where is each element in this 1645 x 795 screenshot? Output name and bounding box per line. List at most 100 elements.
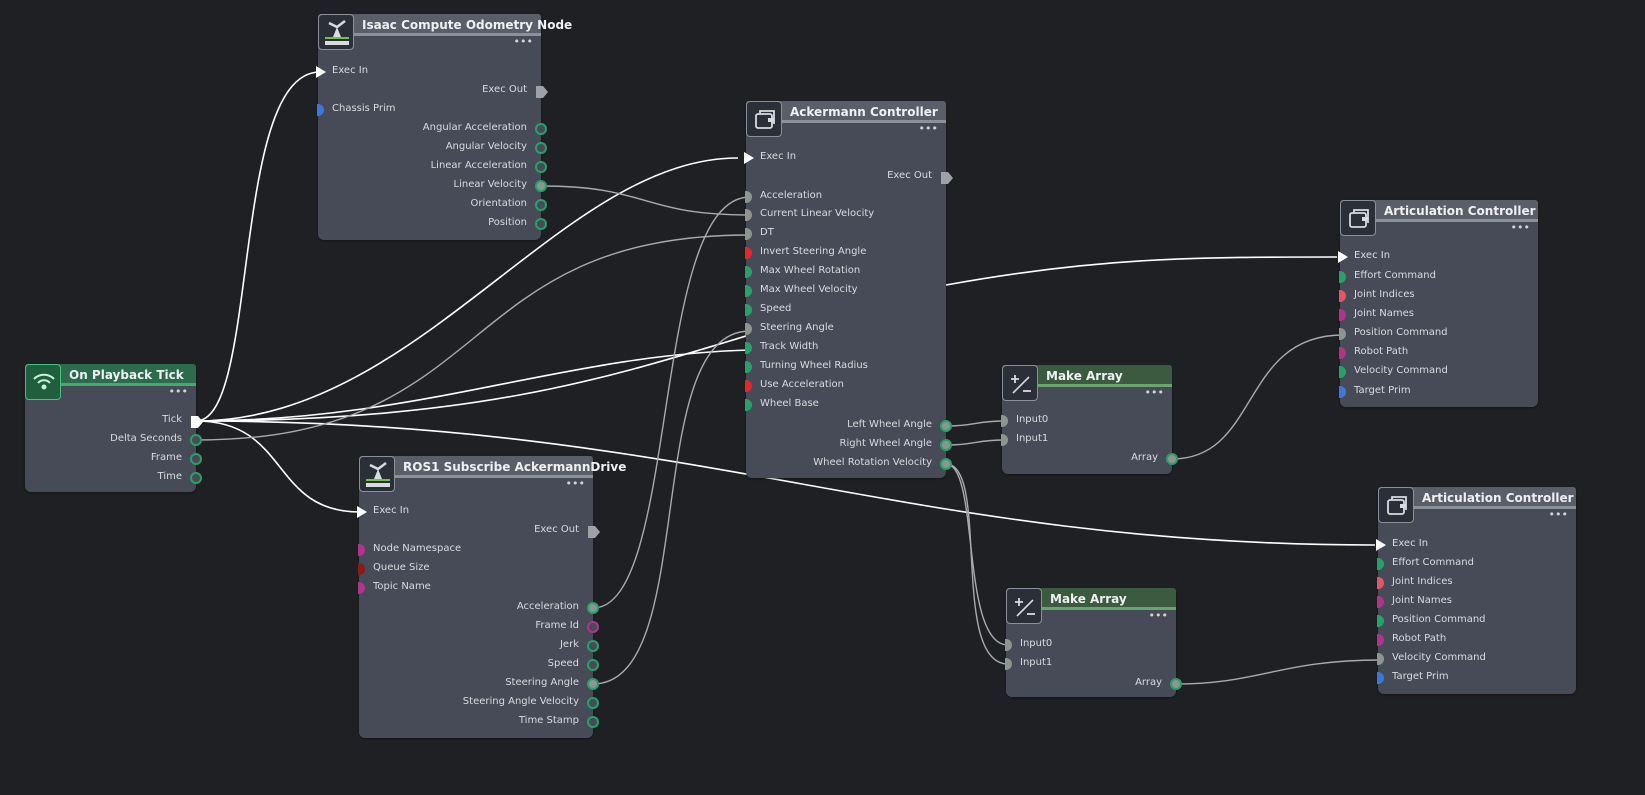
- output-pin-speed[interactable]: [587, 659, 599, 671]
- exec-in-pin[interactable]: [1338, 251, 1348, 263]
- input-pin-track-width[interactable]: [745, 342, 752, 354]
- node-header[interactable]: On Playback Tick: [25, 364, 196, 386]
- output-pin-linear-velocity[interactable]: [535, 180, 547, 192]
- input-pin-robot-path[interactable]: [1377, 634, 1384, 646]
- input-pin-queue-size[interactable]: [358, 563, 365, 575]
- output-pin-time[interactable]: [190, 472, 202, 484]
- output-pin-frame[interactable]: [190, 453, 202, 465]
- input-pin-max-wheel-velocity[interactable]: [745, 285, 752, 297]
- input-pin-input0[interactable]: [1005, 639, 1012, 651]
- input-pin-robot-path[interactable]: [1339, 347, 1346, 359]
- output-pin-steering-angle[interactable]: [587, 678, 599, 690]
- input-pin-joint-names[interactable]: [1339, 309, 1346, 321]
- node-menu-button[interactable]: •••: [565, 477, 585, 490]
- output-pin-steering-angle-velocity[interactable]: [587, 697, 599, 709]
- input-pin-max-wheel-rotation[interactable]: [745, 266, 752, 278]
- wire-left-wheel-angle[interactable]: [945, 420, 1006, 427]
- output-pin-position[interactable]: [535, 218, 547, 230]
- input-pin-turning-wheel-radius[interactable]: [745, 361, 752, 373]
- output-pin-array[interactable]: [1170, 678, 1182, 690]
- node-menu-button[interactable]: •••: [1510, 221, 1530, 234]
- node-header[interactable]: Articulation Controller: [1378, 487, 1576, 509]
- exec-wire-odometry[interactable]: [195, 71, 321, 422]
- node-menu-button[interactable]: •••: [513, 35, 533, 48]
- node-menu-button[interactable]: •••: [1548, 508, 1568, 521]
- input-pin-joint-indices[interactable]: [1377, 577, 1384, 589]
- exec-in-pin[interactable]: [744, 152, 754, 164]
- output-pin-array[interactable]: [1166, 453, 1178, 465]
- input-pin-chassis-prim[interactable]: [317, 104, 324, 116]
- input-pin-input1[interactable]: [1005, 658, 1012, 670]
- output-pin-angular-acceleration[interactable]: [535, 123, 547, 135]
- wire-array-position[interactable]: [1171, 334, 1344, 460]
- exec-out-pin[interactable]: [190, 415, 203, 428]
- output-pin-angular-velocity[interactable]: [535, 142, 547, 154]
- wire-steering-angle[interactable]: [592, 330, 751, 685]
- input-pin-position-command[interactable]: [1377, 615, 1384, 627]
- input-pin-joint-indices[interactable]: [1339, 290, 1346, 302]
- input-pin-topic-name[interactable]: [358, 582, 365, 594]
- node-header[interactable]: Make Array: [1002, 365, 1172, 387]
- input-pin-effort-command[interactable]: [1377, 558, 1384, 570]
- node-header[interactable]: Articulation Controller: [1340, 200, 1538, 222]
- output-pin-orientation[interactable]: [535, 199, 547, 211]
- node-header[interactable]: ROS1 Subscribe AckermannDrive: [359, 456, 626, 478]
- wire-acceleration[interactable]: [592, 196, 751, 609]
- output-pin-linear-acceleration[interactable]: [535, 161, 547, 173]
- input-pin-acceleration[interactable]: [745, 191, 752, 203]
- input-pin-effort-command[interactable]: [1339, 271, 1346, 283]
- node-menu-button[interactable]: •••: [918, 122, 938, 135]
- node-header[interactable]: Ackermann Controller: [746, 101, 946, 123]
- output-pin-jerk[interactable]: [587, 640, 599, 652]
- wire-right-wheel-angle[interactable]: [945, 439, 1006, 446]
- wire-linear-velocity[interactable]: [540, 185, 751, 216]
- input-pin-speed[interactable]: [745, 304, 752, 316]
- exec-in-pin[interactable]: [316, 66, 326, 78]
- output-pin-right-wheel-angle[interactable]: [940, 439, 952, 451]
- output-pin-time-stamp[interactable]: [587, 716, 599, 728]
- node-menu-button[interactable]: •••: [168, 385, 188, 398]
- input-pin-invert-steering-angle[interactable]: [745, 247, 752, 259]
- wire-delta-seconds-dt[interactable]: [195, 234, 751, 441]
- node-menu-button[interactable]: •••: [1148, 609, 1168, 622]
- input-pin-input0[interactable]: [1001, 415, 1008, 427]
- input-pin-wheel-base[interactable]: [745, 399, 752, 411]
- input-pin-use-acceleration[interactable]: [745, 380, 752, 392]
- input-pin-current-linear-velocity[interactable]: [745, 209, 752, 221]
- node-menu-button[interactable]: •••: [1144, 386, 1164, 399]
- input-pin-target-prim[interactable]: [1339, 386, 1346, 398]
- output-pin-acceleration[interactable]: [587, 602, 599, 614]
- input-pin-velocity-command[interactable]: [1377, 653, 1384, 665]
- input-pin-velocity-command[interactable]: [1339, 366, 1346, 378]
- output-pin-left-wheel-angle[interactable]: [940, 420, 952, 432]
- exec-out-pin[interactable]: [535, 85, 548, 98]
- node-header[interactable]: Isaac Compute Odometry Node: [318, 14, 572, 36]
- input-pin-joint-names[interactable]: [1377, 596, 1384, 608]
- input-pin-input1[interactable]: [1001, 434, 1008, 446]
- output-pin-delta-seconds[interactable]: [190, 434, 202, 446]
- wire-wheel-velocity-0[interactable]: [945, 463, 1009, 646]
- exec-out-pin[interactable]: [587, 525, 600, 538]
- input-pin-steering-angle[interactable]: [745, 323, 752, 335]
- input-pin-position-command[interactable]: [1339, 328, 1346, 340]
- exec-in-pin[interactable]: [357, 506, 367, 518]
- wire-wheel-velocity-1[interactable]: [945, 463, 1009, 665]
- output-pin-frame-id[interactable]: [587, 621, 599, 633]
- input-pin-target-prim[interactable]: [1377, 672, 1384, 684]
- output-pin-wheel-rotation-velocity[interactable]: [940, 458, 952, 470]
- input-pin-dt[interactable]: [745, 228, 752, 240]
- exec-out-pin[interactable]: [940, 171, 953, 184]
- wire-array-velocity[interactable]: [1175, 659, 1382, 685]
- input-pin-node-namespace[interactable]: [358, 544, 365, 556]
- exec-wire-ros1[interactable]: [195, 420, 361, 513]
- exec-in-pin[interactable]: [1376, 539, 1386, 551]
- node-header[interactable]: Make Array: [1006, 588, 1176, 610]
